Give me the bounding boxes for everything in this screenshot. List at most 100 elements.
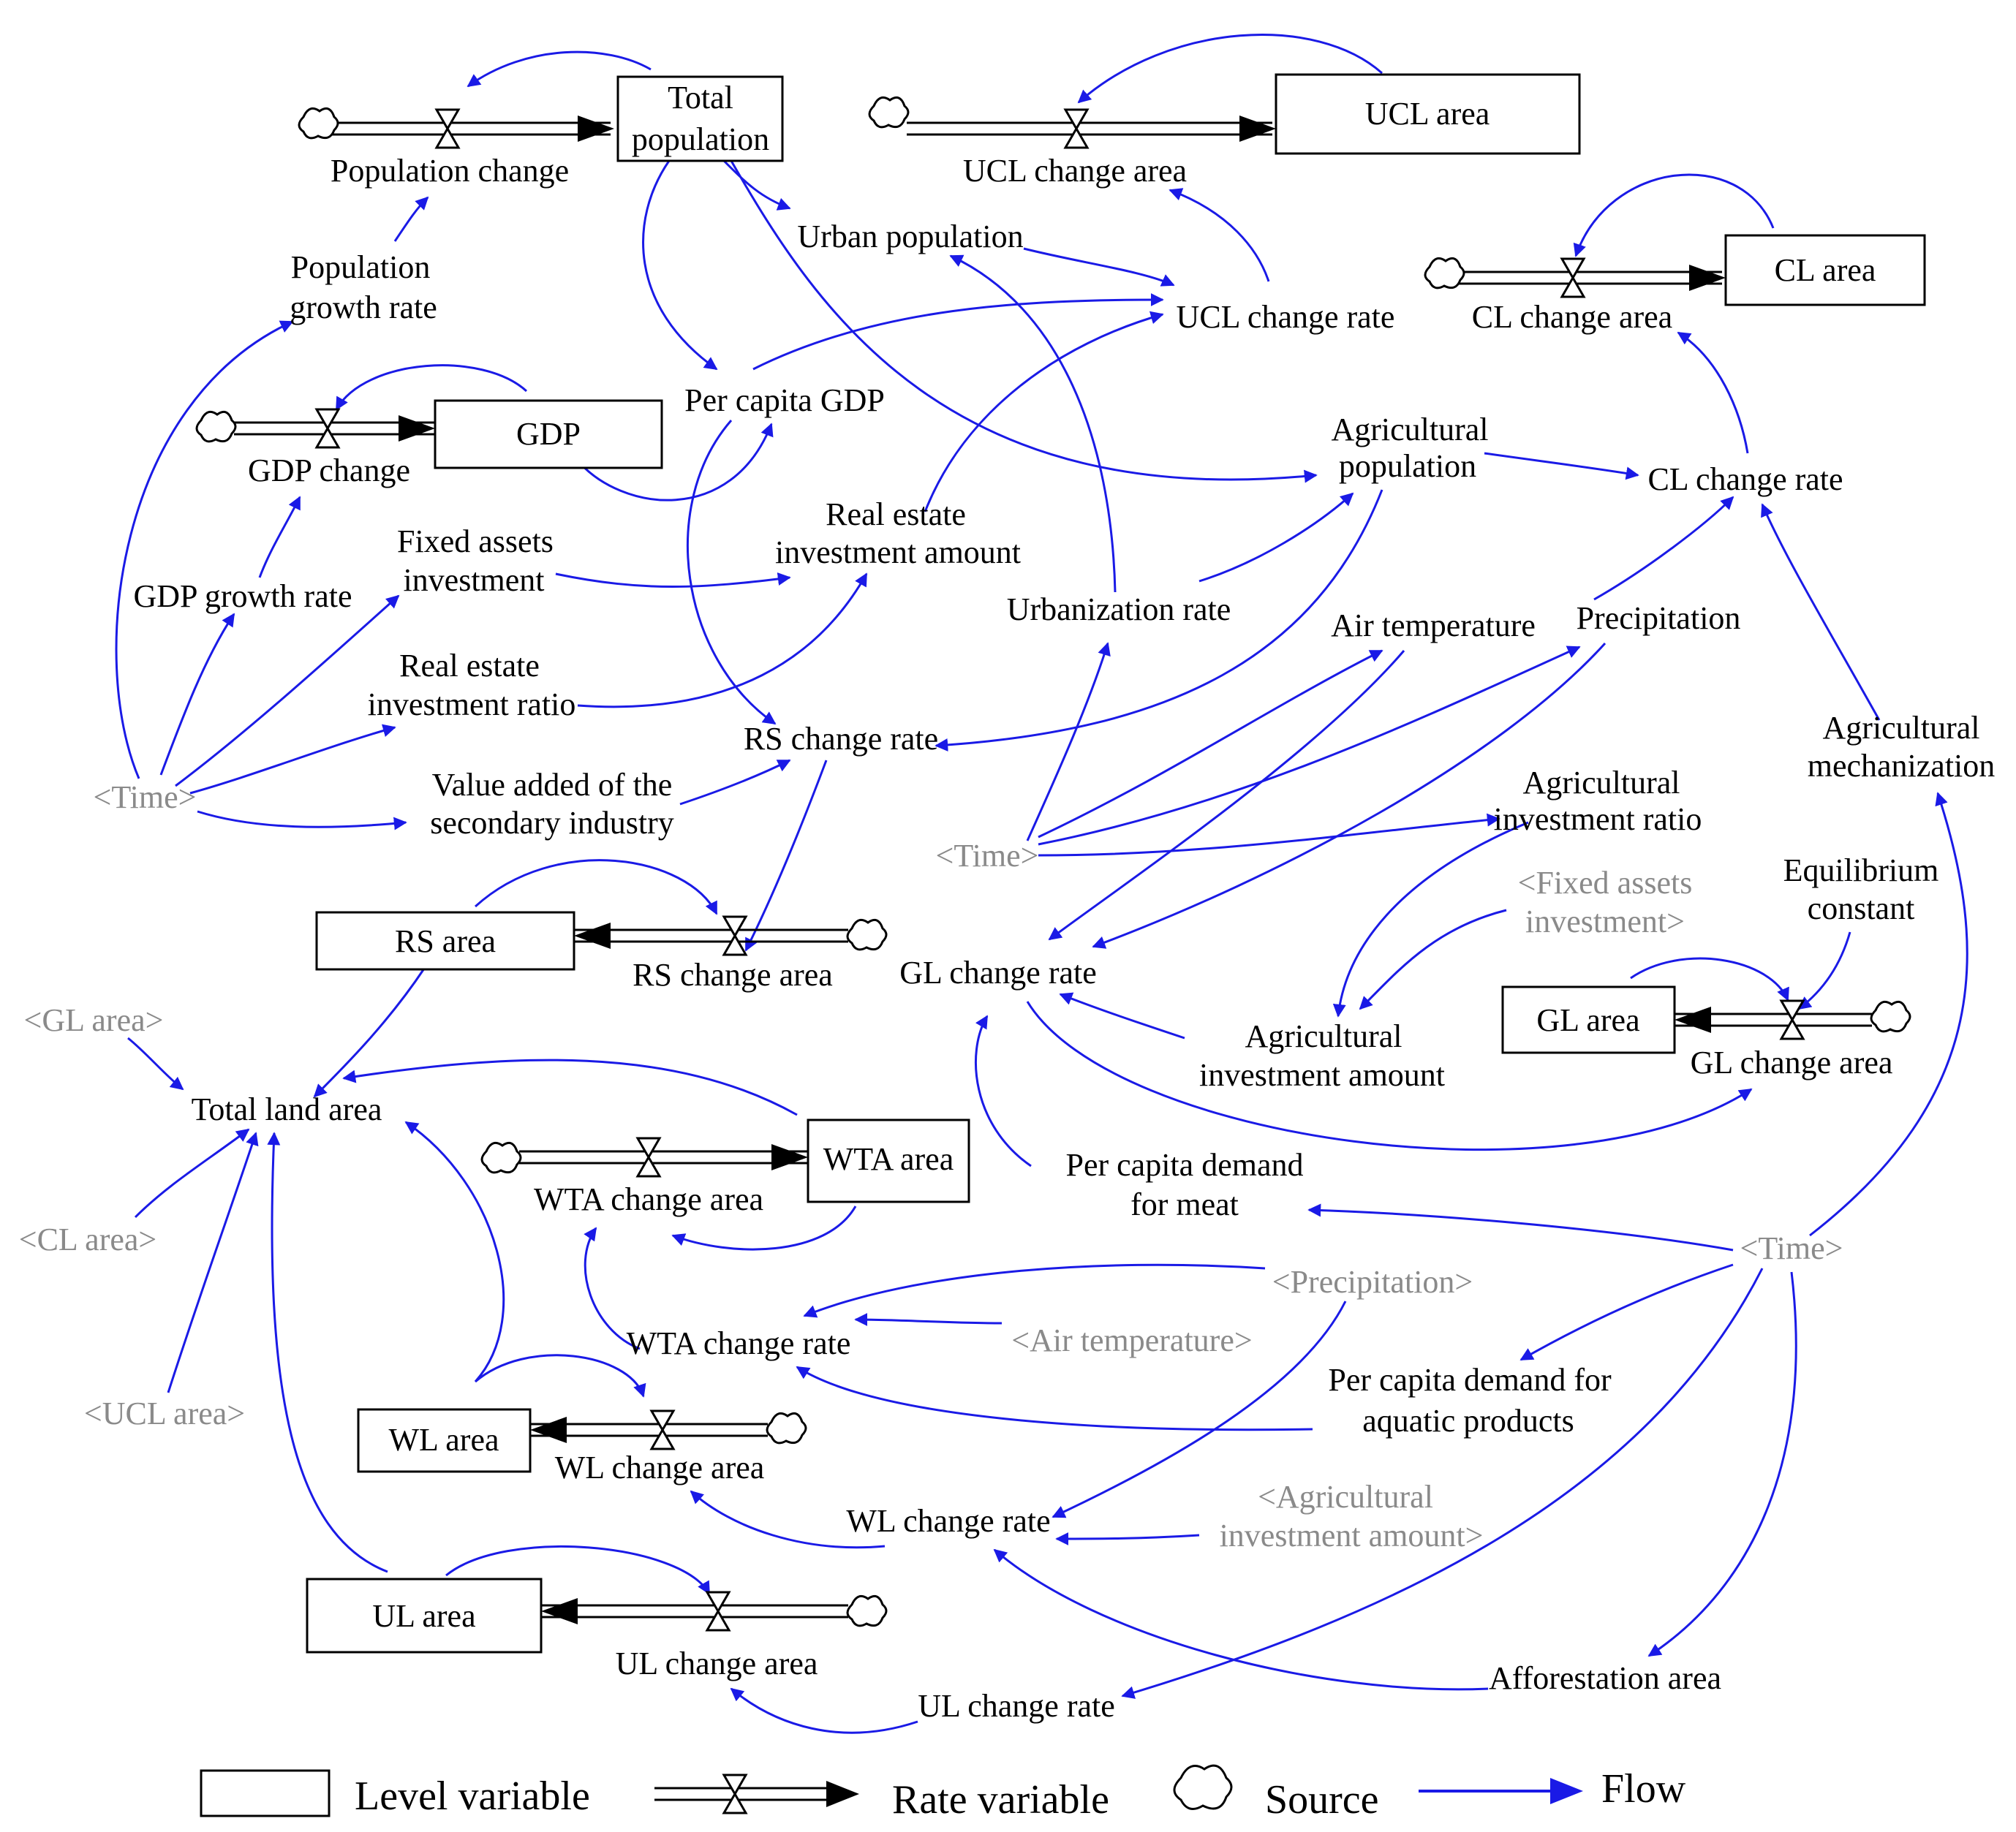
shadow-fixed-assets-2: investment> [1525,904,1685,939]
shadow-precipitation: <Precipitation> [1272,1264,1473,1300]
label-agricultural-investment-ratio-1: Agricultural [1522,765,1680,800]
sources [195,96,1911,1627]
label-total-population-1: Total [668,80,733,116]
label-cl-change-rate: CL change rate [1647,461,1843,497]
labels: Total population UCL area CL area GDP RS… [134,80,1996,1724]
link-eqconst-to-glvalve [1797,931,1851,1010]
link-agripop-to-clrate [1484,452,1639,480]
shadow-agricultural-investment-1: <Agricultural [1258,1479,1433,1515]
link-agripop-to-rsrate [935,489,1383,752]
link-time-to-gdpgrowth [159,613,235,776]
level-gl-area-box [1501,985,1676,1054]
label-per-capita-aquatic-2: aquatic products [1362,1403,1574,1439]
cloud-population [298,107,339,140]
label-gl-area: GL area [1536,1002,1639,1038]
link-rsarea-to-totalland [313,968,426,1098]
link-time-right-to-meat [1307,1203,1734,1252]
label-value-added-2: secondary industry [430,805,674,841]
label-equilibrium-constant-2: constant [1808,890,1915,926]
level-cl-area-box [1724,234,1926,306]
link-meat-to-glrate [975,1015,1032,1167]
cloud-cl [1424,257,1465,289]
label-total-land-area: Total land area [192,1091,382,1127]
pipe-cl-change-area [1459,265,1726,291]
label-agricultural-investment-ratio-2: investment ratio [1494,801,1702,837]
pipe-gl-change-area [1675,1007,1872,1033]
label-agricultural-investment-amount-1: Agricultural [1245,1018,1402,1054]
label-rs-change-rate: RS change rate [744,721,938,757]
label-agricultural-population-2: population [1339,448,1476,484]
link-time-to-growthrate [115,320,294,779]
label-precipitation: Precipitation [1577,600,1741,636]
link-glshadow-to-totalland [127,1037,184,1091]
label-real-estate-ratio-1: Real estate [399,648,540,684]
link-valueadded-to-rsrate [679,759,791,806]
link-wlrate-to-wlchange [690,1490,886,1549]
link-totpop-to-percapgdp [642,160,718,371]
link-time-right-to-afforest [1647,1271,1797,1657]
pipe-rs-change-area [574,923,848,949]
link-urbanpop-to-uclrate [1023,247,1175,287]
valve-wl [649,1409,676,1450]
link-time-to-fixed [175,594,400,787]
link-ul-loop [445,1545,711,1595]
label-agricultural-population-1: Agricultural [1331,412,1488,447]
label-ucl-change-rate: UCL change rate [1177,299,1395,335]
link-time-right-to-aquatic [1519,1263,1734,1361]
link-gdp-to-percapgdp [576,423,774,501]
link-wl-loop [475,1354,646,1398]
link-realestate-to-uclrate [924,311,1164,512]
legend-level-label: Level variable [355,1774,590,1819]
label-ul-area: UL area [372,1598,475,1634]
link-precipshadow-to-wlrate [1052,1301,1347,1518]
label-fixed-assets-2: investment [403,562,544,598]
level-gdp-box [434,399,663,469]
label-wl-area: WL area [388,1422,499,1458]
link-totpop-to-urbanpop [722,159,791,211]
link-growth-to-popchange [393,196,429,242]
label-wta-change-area: WTA change area [534,1181,763,1217]
label-rs-area: RS area [395,923,496,959]
pipe-gdp-change [234,415,435,442]
link-percapgdp-to-rsrate [687,420,777,725]
link-totpop-to-agripop [730,160,1318,483]
link-fixedshadow-to-agriinvamt [1359,909,1507,1010]
link-uclrate-to-uclchange [1169,188,1270,282]
level-total-population-box [616,75,784,162]
valves [314,108,1805,1632]
label-population-change: Population change [331,153,569,189]
label-total-population-2: population [632,121,769,157]
link-rs-loop [474,859,718,915]
label-wta-change-rate: WTA change rate [627,1325,851,1361]
label-per-capita-meat-1: Per capita demand [1066,1147,1304,1183]
link-afforest-to-wlrate [993,1548,1489,1691]
valve-ucl [1063,108,1090,149]
level-ucl-area-box [1275,73,1581,155]
label-real-estate-amount-2: investment amount [775,534,1021,570]
cloud-ul [846,1594,888,1627]
label-agricultural-mechanization-1: Agricultural [1822,710,1979,746]
link-ulrate-to-ulchange [730,1687,918,1734]
pipe-ul-change-area [541,1598,848,1624]
link-time-to-valueadded [197,810,407,830]
label-agricultural-investment-amount-2: investment amount [1199,1057,1445,1093]
label-real-estate-amount-1: Real estate [826,496,966,532]
cloud-wl [766,1412,807,1445]
label-per-capita-aquatic-1: Per capita demand for [1328,1362,1612,1398]
legend: Level variable Rate variable Source Flow [200,1764,1686,1822]
valve-gdp [314,408,341,449]
link-percapgdp-to-uclrate [752,293,1164,371]
pipe-wl-change-area [530,1417,768,1443]
cloud-ucl [868,96,910,129]
link-rsrate-to-rsvalve [744,760,828,952]
cloud-wta [480,1141,522,1174]
link-precip-to-clrate [1593,496,1734,601]
label-ul-change-rate: UL change rate [918,1688,1115,1724]
shadow-agricultural-investment-2: investment amount> [1220,1518,1484,1553]
link-time-right-to-ulrate [1121,1268,1764,1699]
causal-links [115,34,1968,1734]
legend-source-label: Source [1265,1777,1379,1822]
label-real-estate-ratio-2: investment ratio [368,686,576,722]
link-wtarate-to-wtachange [584,1227,641,1350]
link-cl-loop [1573,173,1775,257]
